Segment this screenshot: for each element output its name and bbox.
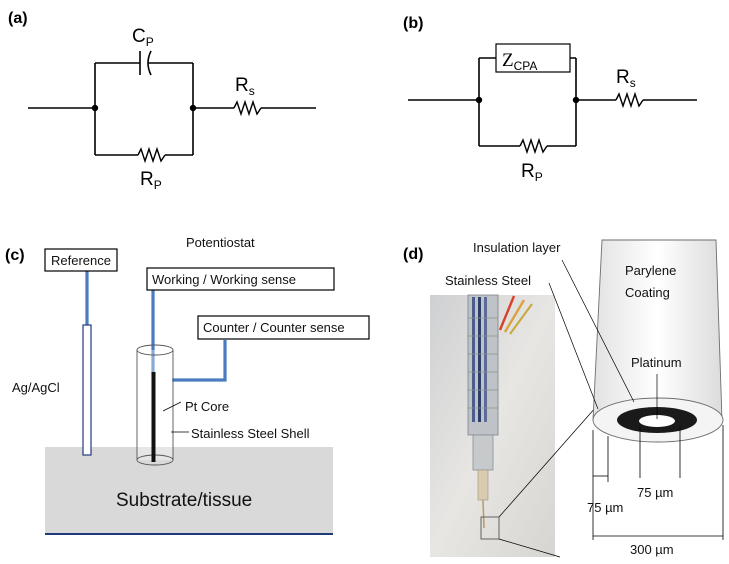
dim-300-label: 300 µm [630,542,674,557]
tip-zoom-box [480,516,500,540]
working-box [146,267,335,291]
panel-a: (a) CP Rs RP [8,10,316,192]
pt-core-label: Pt Core [185,399,229,414]
working-label: Working / Working sense [152,272,296,287]
panel-b-label: (b) [403,15,423,32]
electrode-photo [430,294,555,557]
circuit-a-wires [28,62,316,156]
zoom-line-top [498,406,597,518]
capacitor-plate-right [147,50,152,76]
counter-wire [172,340,227,382]
pt-core-leader [162,401,182,412]
resistor-rs-a [233,99,262,117]
parylene-label-line1: Parylene [625,263,676,278]
label-zcpa: ZCPA [502,50,537,73]
substrate-label: Substrate/tissue [116,490,252,511]
insulation-label: Insulation layer [473,240,561,255]
panel-c-label: (c) [5,247,25,264]
label-rp-a: RP [140,169,162,192]
resistor-rp-a [137,146,166,164]
working-electrode [136,344,174,466]
label-cp: CP [132,26,154,49]
node-b-left [475,96,483,104]
panel-c: (c) Substrate/tissue Reference Potentios… [5,235,370,535]
label-rs-b: Rs [616,67,636,90]
node-a-right [189,104,197,112]
steel-shell-label: Stainless Steel Shell [191,426,310,441]
panel-b: (b) ZCPA Rs RP [403,15,697,184]
stainless-label: Stainless Steel [445,273,531,288]
resistor-rs-b [615,91,644,109]
node-a-left [91,104,99,112]
counter-box [197,315,370,340]
stainless-leader [548,282,599,410]
potentiostat-label: Potentiostat [186,235,255,250]
ag-agcl-label: Ag/AgCl [12,380,60,395]
reference-label: Reference [51,253,111,268]
substrate-block [45,447,333,534]
electrode-cylinder [592,239,724,443]
insulation-leader [561,259,635,403]
panel-d: (d) [403,239,724,558]
pt-core [151,372,156,462]
platinum-label: Platinum [631,355,682,370]
counter-label: Counter / Counter sense [203,320,345,335]
zoom-line-bottom [498,538,561,558]
dim-75-inner-label: 75 µm [637,485,673,500]
label-rp-b: RP [521,161,543,184]
panel-d-label: (d) [403,246,423,263]
dim-75-outer-label: 75 µm [587,500,623,515]
dimension-lines [592,425,724,540]
label-rs-a: Rs [235,75,255,98]
reference-box [44,248,118,272]
zcpa-element [495,43,571,73]
resistor-rp-b [519,137,548,155]
platinum-core [639,415,675,427]
node-b-right [572,96,580,104]
ag-agcl-electrode [82,324,92,456]
parylene-label-line2: Coating [625,285,670,300]
panel-a-label: (a) [8,10,28,27]
